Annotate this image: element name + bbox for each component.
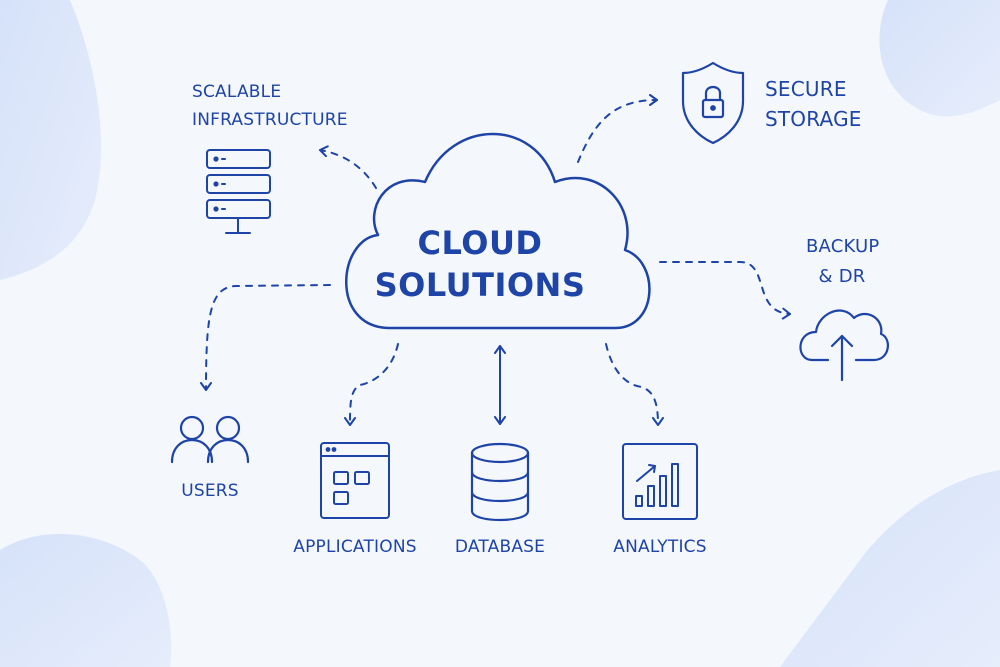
label-secure-storage: SECURE STORAGE: [765, 74, 862, 134]
label-analytics: ANALYTICS: [613, 537, 707, 557]
blob-top-right: [879, 0, 1000, 117]
label-backup-dr-line2: & DR: [818, 266, 866, 287]
blob-top-left: [0, 0, 101, 280]
label-backup-dr-line1: BACKUP: [806, 236, 880, 257]
center-title-line2: SOLUTIONS: [374, 266, 586, 304]
label-secure-storage-line2: STORAGE: [765, 107, 862, 131]
app-window-icon: [320, 442, 390, 519]
connector-users: [200, 284, 331, 391]
connector-backup: [659, 261, 791, 320]
label-scalable-infrastructure-line2: INFRASTRUCTURE: [192, 110, 348, 130]
center-title-line1: CLOUD: [417, 224, 543, 262]
label-users: USERS: [181, 481, 239, 501]
users-icon: [170, 415, 250, 464]
database-icon: [470, 442, 530, 521]
shield-lock-icon: [681, 61, 745, 145]
label-scalable-infrastructure-line1: SCALABLE: [192, 82, 282, 102]
blob-bottom-right: [780, 470, 1000, 667]
analytics-chart-icon: [622, 443, 698, 520]
label-database: DATABASE: [454, 537, 546, 557]
label-applications: APPLICATIONS: [293, 537, 417, 557]
label-secure-storage-line1: SECURE: [765, 77, 847, 101]
label-scalable-infrastructure: SCALABLE INFRASTRUCTURE: [192, 78, 348, 134]
connector-applications: [344, 343, 399, 426]
cloud-upload-icon: [799, 309, 889, 382]
connector-infrastructure: [319, 145, 377, 189]
label-backup-dr: BACKUP & DR: [806, 232, 880, 292]
connector-secure-storage: [577, 94, 658, 163]
server-rack-icon: [206, 149, 271, 234]
central-cloud-icon: [345, 132, 651, 330]
connector-analytics: [605, 343, 664, 426]
center-title: CLOUD SOLUTIONS: [330, 222, 630, 306]
blob-bottom-left: [0, 533, 172, 667]
